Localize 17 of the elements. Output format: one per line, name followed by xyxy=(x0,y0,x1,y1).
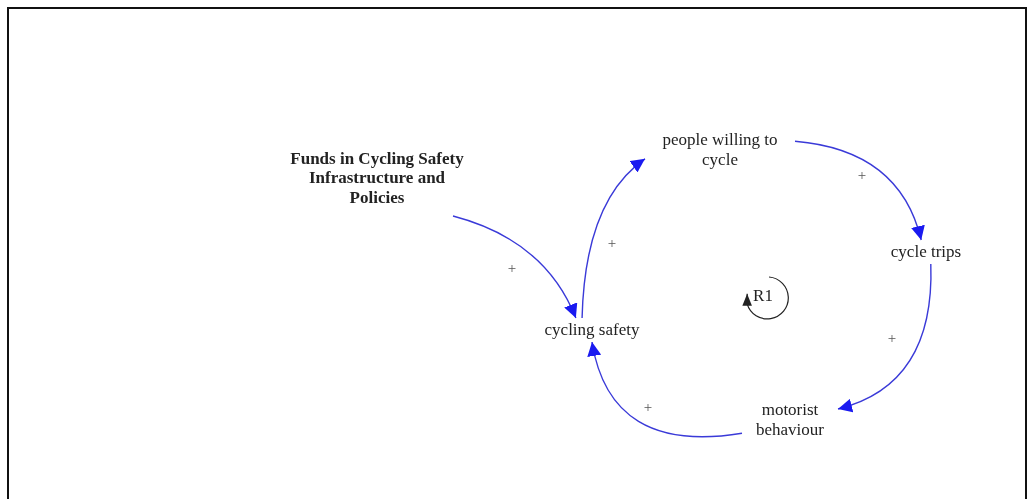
arrow xyxy=(794,140,925,241)
loop-arrow xyxy=(742,276,789,320)
edge-label: + xyxy=(607,235,617,251)
arrow xyxy=(452,215,577,319)
edge-label: + xyxy=(507,260,517,276)
arrow xyxy=(588,341,743,438)
arrow xyxy=(581,158,646,319)
variable-label: people willing to cycle xyxy=(661,130,779,170)
variable-label: cycling safety xyxy=(544,320,640,340)
variable-label: cycle trips xyxy=(890,242,962,262)
edge-label: + xyxy=(643,399,653,415)
variable-label: motorist behaviour xyxy=(755,400,825,440)
loop-label: R1 xyxy=(753,286,773,306)
edge-label: + xyxy=(887,330,897,346)
edge-label: + xyxy=(857,167,867,183)
variable-label: Funds in Cycling Safety Infrastructure and Policies xyxy=(289,148,465,208)
arrow xyxy=(837,263,932,412)
